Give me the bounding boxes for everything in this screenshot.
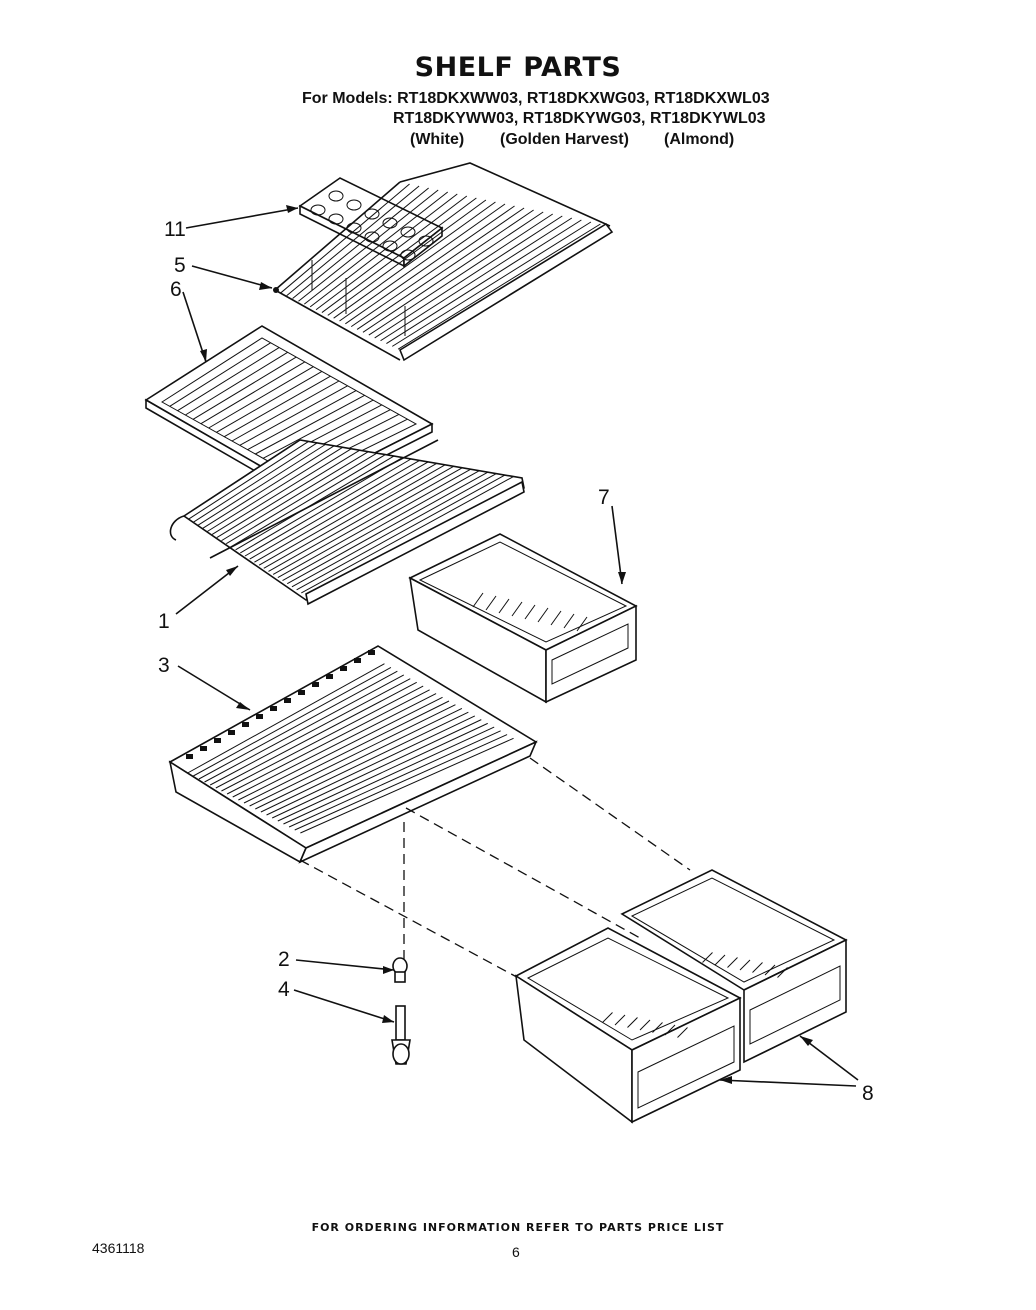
models-line-1: For Models: RT18DKXWW03, RT18DKXWG03, RT… xyxy=(302,90,770,107)
upper-wire-shelf xyxy=(273,162,614,362)
adjuster-assembly xyxy=(391,957,411,1065)
callout-11: 11 xyxy=(164,218,186,241)
models-line-2: RT18DKYWW03, RT18DKYWG03, RT18DKYWL03 xyxy=(393,110,766,127)
callout-5: 5 xyxy=(174,254,186,277)
callout-3: 3 xyxy=(158,654,170,677)
middle-wire-shelf xyxy=(169,439,525,606)
color-almond: (Almond) xyxy=(664,131,735,148)
callout-1: 1 xyxy=(158,610,170,633)
callout-4: 4 xyxy=(278,978,290,1001)
page-title: SHELF PARTS xyxy=(414,52,622,83)
callout-8: 8 xyxy=(862,1082,874,1105)
ice-tray xyxy=(298,177,444,268)
crisper-cover xyxy=(168,645,538,864)
document-number: 4361118 xyxy=(92,1240,145,1256)
color-golden-harvest: (Golden Harvest) xyxy=(500,131,629,148)
small-drawer xyxy=(408,533,638,704)
crisper-drawers xyxy=(514,869,848,1124)
page-number: 6 xyxy=(512,1244,520,1260)
color-white: (White) xyxy=(410,131,465,148)
callout-2: 2 xyxy=(278,948,290,971)
callout-7: 7 xyxy=(598,486,610,509)
callout-6: 6 xyxy=(170,278,182,301)
leader-lines xyxy=(175,205,859,1087)
ordering-note: FOR ORDERING INFORMATION REFER TO PARTS … xyxy=(311,1221,725,1234)
